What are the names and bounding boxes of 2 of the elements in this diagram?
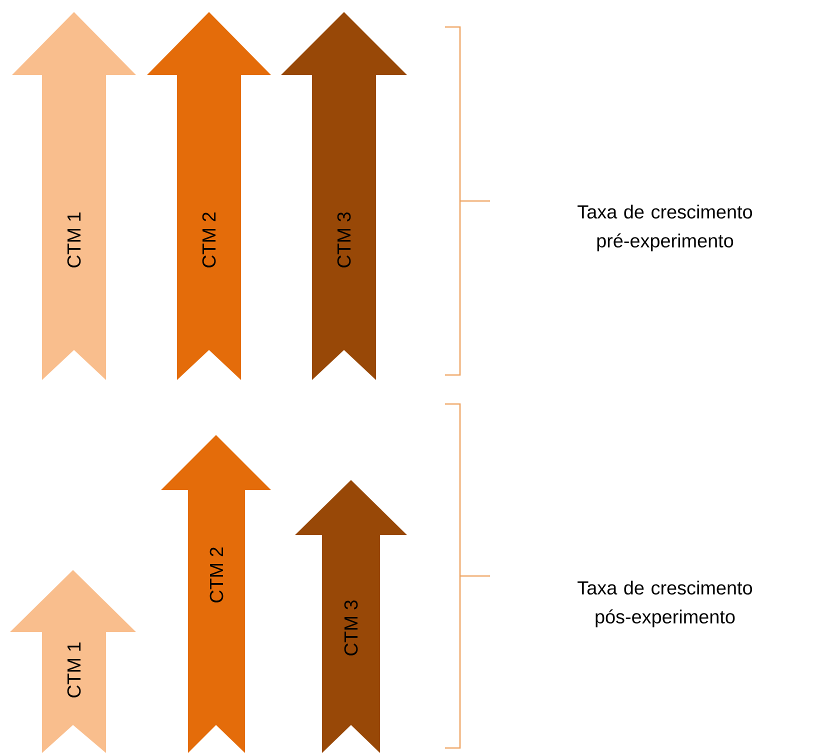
group-label: Taxa de crescimento pós-experimento [578, 580, 752, 628]
group-label: Taxa de crescimento pré-experimento [578, 204, 752, 252]
